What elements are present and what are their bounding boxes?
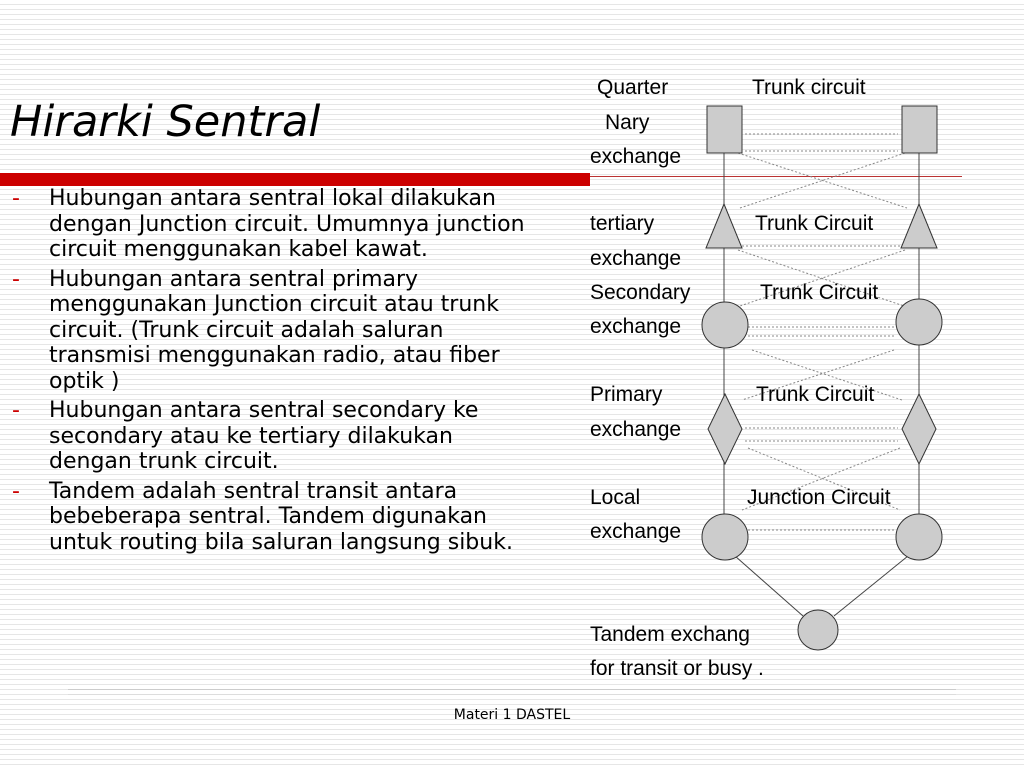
link-line (737, 152, 908, 209)
diagram-links (723, 133, 920, 617)
link-line (833, 555, 909, 617)
tertiary-label-1: tertiary (590, 212, 655, 235)
title-accent-bar (0, 173, 590, 186)
tertiary-link-label: Trunk Circuit (755, 212, 873, 235)
primary-node-left (707, 392, 743, 466)
quarternary-node-left (706, 105, 743, 154)
tandem-label-1: Tandem exchang (590, 623, 750, 646)
primary-label-1: Primary (590, 383, 663, 406)
local-node-right (895, 513, 943, 561)
primary-link-label: Trunk Circuit (756, 383, 874, 406)
secondary-node-left (701, 301, 749, 349)
tandem-node (797, 609, 839, 651)
bullet-marker: - (12, 478, 20, 504)
slide-title: Hirarki Sentral (10, 97, 321, 147)
diagram-nodes (701, 105, 943, 651)
primary-label-2: exchange (590, 418, 681, 441)
quarternary-label-2: Nary (605, 111, 650, 134)
title-divider-line (590, 176, 962, 177)
bullet-text: Hubungan antara sentral secondary ke sec… (49, 398, 479, 474)
link-line (747, 447, 901, 511)
secondary-label-1: Secondary (590, 281, 691, 304)
link-line (741, 349, 895, 401)
bullet-text: Hubungan antara sentral lokal dilakukan … (49, 186, 525, 262)
bullet-item: - Hubungan antara sentral secondary ke se… (12, 398, 527, 475)
tertiary-node-right (900, 202, 938, 249)
secondary-label-2: exchange (590, 315, 681, 338)
tandem-label-2: for transit or busy . (590, 657, 764, 680)
link-line (737, 249, 905, 307)
link-line (739, 249, 906, 307)
quarternary-node-right (901, 105, 938, 154)
tertiary-label-2: exchange (590, 247, 681, 270)
diagram-labels: Quarter Trunk circuit Nary exchange tert… (590, 76, 891, 680)
quarternary-link-label: Trunk circuit (752, 76, 866, 99)
local-node-left (701, 513, 749, 561)
slide-footer: Materi 1 DASTEL (453, 707, 571, 723)
link-line (741, 447, 901, 511)
bullet-text: Tandem adalah sentral transit antara beb… (49, 478, 513, 555)
bullet-item: - Tandem adalah sentral transit antara be… (12, 479, 527, 556)
exchange-hierarchy-diagram: Quarter Trunk circuit Nary exchange tert… (590, 76, 943, 680)
local-label-1: Local (590, 486, 640, 509)
bullet-item: - Hubungan antara sentral lokal dilakukan… (12, 186, 527, 263)
quarternary-label-3: exchange (590, 145, 681, 168)
link-line (739, 152, 906, 209)
quarternary-label-1: Quarter (597, 76, 668, 99)
bullet-list: - Hubungan antara sentral lokal dilakukan… (12, 186, 527, 559)
secondary-node-right (895, 298, 943, 346)
bullet-item: - Hubungan antara sentral primary menggun… (12, 267, 527, 395)
footer-divider (68, 694, 956, 695)
bullet-marker: - (12, 186, 20, 211)
footer-divider (68, 689, 956, 690)
bullet-marker: - (12, 266, 20, 292)
bullet-marker: - (12, 398, 20, 423)
primary-node-right (901, 392, 937, 466)
bullet-text: Hubungan antara sentral primary mengguna… (49, 266, 500, 394)
local-link-label: Junction Circuit (747, 486, 891, 509)
secondary-link-label: Trunk Circuit (760, 281, 878, 304)
local-label-2: exchange (590, 520, 681, 543)
link-line (734, 555, 804, 617)
tertiary-node-left (705, 202, 743, 249)
